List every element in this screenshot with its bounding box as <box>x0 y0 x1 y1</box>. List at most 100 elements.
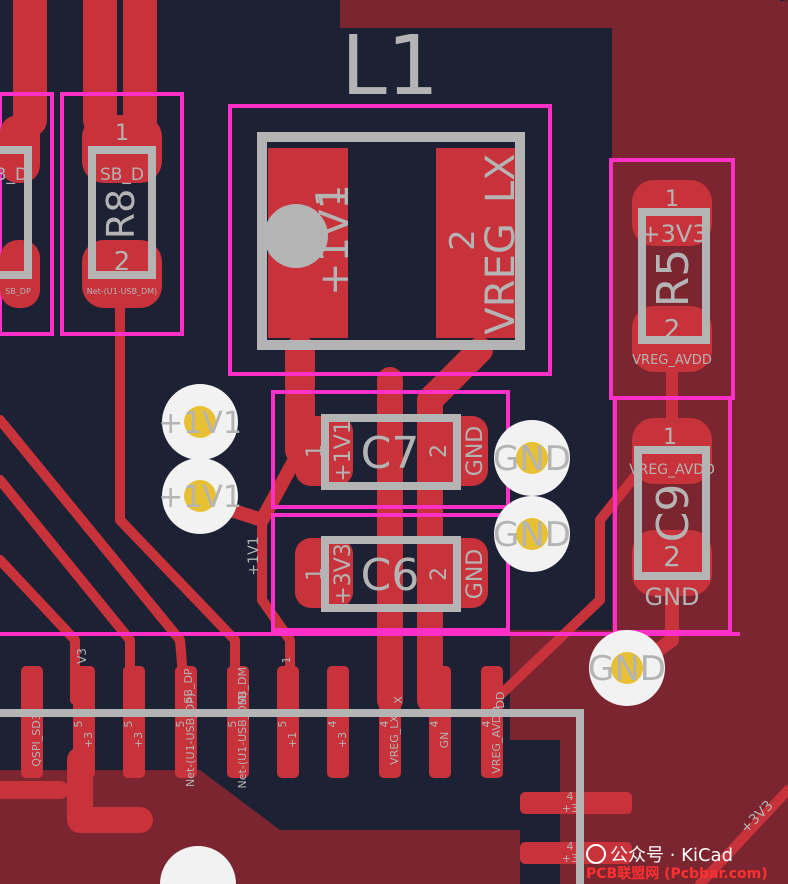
c7-pad1-num: 1 <box>303 444 328 458</box>
c6-pad1-num: 1 <box>303 567 328 581</box>
u1-pin-4-num: 5 <box>226 721 239 728</box>
wechat-icon <box>586 844 606 864</box>
u1-pin-5-num: 5 <box>276 721 289 728</box>
r5-silk-body <box>638 208 710 344</box>
c9-net-bottom: GND <box>644 583 699 611</box>
pin-top-label-dp: SB_DP <box>182 668 195 703</box>
copper-pour-gnd-region <box>510 630 740 884</box>
rleft-net-top: SB_D <box>0 165 28 185</box>
c6-pad2-net: GND <box>463 549 488 599</box>
footprint-r-left: SB_D SB_DP <box>0 115 40 308</box>
c7-silk-body <box>321 414 461 490</box>
right-pin-2-net: +3 <box>562 852 578 865</box>
u1-pin-3-num: 5 <box>174 721 187 728</box>
right-pin-2-num: 4 <box>567 840 574 853</box>
pin-top-label-dd: DD <box>494 692 507 709</box>
u1-pin-6-net: +3 <box>336 732 349 748</box>
u1-pin-3-net: Net-(U1-USB_DP) <box>184 693 197 787</box>
l1-pad2-num: 2 <box>443 229 483 251</box>
r8-net-bottom: Net-(U1-USB_DM) <box>87 287 158 296</box>
u1-pin-8-num: 4 <box>428 721 441 728</box>
r8-silk-body <box>88 146 156 279</box>
vias: +1V1 +1V1 GND GND GND <box>158 384 666 884</box>
courtyards <box>0 92 740 636</box>
u1-pin-9 <box>481 666 503 778</box>
r5-pad1-num: 1 <box>665 187 679 212</box>
pin-top-label-dm: SB_DM <box>236 667 249 705</box>
u1-pin-4-net: Net-(U1-USB_DM) <box>236 692 249 789</box>
rleft-silk-body <box>0 146 32 279</box>
c6-pad2-num: 2 <box>427 567 452 581</box>
right-pin-1-num: 4 <box>567 790 574 803</box>
l1-pad1-num: 1 <box>309 185 349 207</box>
trace-bottom-1 <box>67 747 153 833</box>
courtyard-r8 <box>60 92 184 336</box>
u1-pin-top-labels: SB_DP SB_DM 1 X DD <box>182 657 507 709</box>
u1-pin-2-net: +3 <box>132 732 145 748</box>
c9-pad1-num: 1 <box>663 425 677 450</box>
l1-ref: L1 <box>341 19 439 114</box>
pin-top-label-1: 1 <box>280 657 293 664</box>
u1-pin-2 <box>123 666 145 778</box>
via-1v1-upper: +1V1 <box>158 384 242 460</box>
rleft-net-bottom: SB_DP <box>5 287 31 296</box>
trace-c9-to-avdd <box>490 465 645 705</box>
r5-pad2-num: 2 <box>664 315 681 345</box>
r5-ref: R5 <box>648 249 699 308</box>
r5-net-top: +3V3 <box>640 220 707 248</box>
copper-pour-bottom <box>0 770 520 884</box>
u1-pin-3 <box>175 666 197 778</box>
via-gnd-upper: GND <box>493 420 571 496</box>
r8-net-top: SB_D <box>100 165 144 185</box>
c9-pad2-num: 2 <box>663 540 681 573</box>
u1-pin-1-num: 5 <box>72 721 85 728</box>
l1-pin1-marker <box>264 204 328 268</box>
footprint-c9: 1 VREG_AVDD C9 2 GND <box>629 418 715 611</box>
l1-pad1-net: +1V1 <box>312 184 358 296</box>
r5-net-bottom: VREG_AVDD <box>632 353 712 368</box>
u1-pin-7 <box>379 666 401 778</box>
l1-pad2-net: VREG_LX <box>478 153 524 334</box>
u1-pin-4 <box>227 666 249 778</box>
u1-pin-9-num: 4 <box>480 721 493 728</box>
via-bottom-partial <box>160 846 236 884</box>
u1-pin-2-num: 5 <box>122 721 135 728</box>
u1-silk-outline <box>0 709 584 884</box>
via-1v1-lower-label: +1V1 <box>158 480 242 515</box>
c9-net-top: VREG_AVDD <box>629 462 715 478</box>
footprint-r5: 1 +3V3 R5 2 VREG_AVDD <box>632 180 712 372</box>
c9-ref: C9 <box>648 484 699 543</box>
u1-pin-5 <box>277 666 299 778</box>
r8-pad1-num: 1 <box>115 121 129 146</box>
via-gnd-lower-label: GND <box>493 515 571 555</box>
u1-pin-6-num: 4 <box>326 721 339 728</box>
trace-3v3-right <box>695 785 788 884</box>
u1-pin-1 <box>73 666 95 778</box>
u1-pin-0-net: QSPI_SD3 <box>30 713 43 766</box>
c7-pad1-net: +1V1 <box>331 420 356 481</box>
u1-pin-0 <box>21 666 43 778</box>
watermark-line1: 公众号 · KiCad <box>610 845 733 866</box>
c6-pad1-net: +3V3 <box>331 543 356 604</box>
footprint-l1: L1 1 +1V1 2 VREG_LX <box>257 19 525 350</box>
c6-silk-body <box>321 536 461 612</box>
r8-pad2-num: 2 <box>114 247 131 277</box>
c7-ref: C7 <box>361 428 420 479</box>
u1-pin-8-net: GN <box>438 732 451 749</box>
r8-ref: R8 <box>99 189 143 240</box>
courtyard-l1 <box>228 104 552 376</box>
courtyard-r-left <box>0 92 54 336</box>
c7-pad2-net: GND <box>463 426 488 476</box>
courtyard-c6 <box>271 513 510 632</box>
via-gnd-c9-label: GND <box>588 649 666 689</box>
footprint-c6: 1 +3V3 C6 2 GND <box>295 536 488 612</box>
u1-pin-7-net: VREG_LX <box>388 715 401 765</box>
u1-pin-7-num: 4 <box>378 721 391 728</box>
c9-silk-body <box>634 446 710 580</box>
u1-pin-6 <box>327 666 349 778</box>
watermark-line2: PCB联盟网 (Pcbbar.com) <box>586 866 768 882</box>
u1-pin-8 <box>429 666 451 778</box>
via-gnd-c9: GND <box>588 630 666 706</box>
via-gnd-lower: GND <box>493 496 571 572</box>
